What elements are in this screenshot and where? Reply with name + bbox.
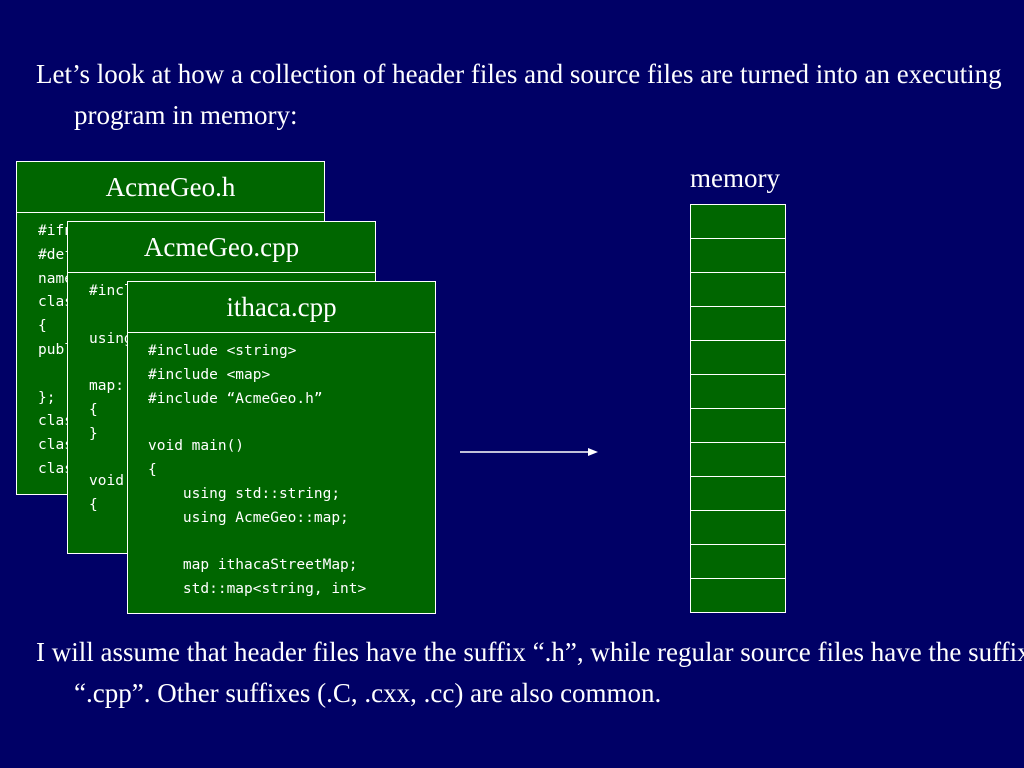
code-line: std::map<string, int> xyxy=(148,580,367,597)
file-title: ithaca.cpp xyxy=(128,282,435,333)
code-line: using xyxy=(89,330,133,347)
memory-cell xyxy=(691,409,785,443)
code-line: map ithacaStreetMap; xyxy=(148,557,358,574)
code-line: { xyxy=(89,497,98,514)
code-line: void xyxy=(89,473,124,490)
memory-cell xyxy=(691,477,785,511)
memory-block xyxy=(690,204,786,613)
memory-cell xyxy=(691,239,785,273)
file-title: AcmeGeo.h xyxy=(17,162,324,213)
code-line xyxy=(148,530,435,554)
code-line: map:: xyxy=(89,378,133,395)
code-line: { xyxy=(38,318,47,335)
code-block: #include <string> #include <map> #include … xyxy=(128,333,435,602)
footer-text: I will assume that header files have the… xyxy=(36,637,1024,708)
file-title: AcmeGeo.cpp xyxy=(68,222,375,273)
memory-cell xyxy=(691,545,785,579)
memory-label: memory xyxy=(690,163,780,193)
memory-cell xyxy=(691,205,785,239)
memory-cell xyxy=(691,341,785,375)
memory-cell xyxy=(691,375,785,409)
code-line: { xyxy=(148,461,157,478)
memory-cell xyxy=(691,307,785,341)
code-line: void main() xyxy=(148,438,245,455)
code-line: #include <string> xyxy=(148,343,297,359)
memory-cell xyxy=(691,579,785,613)
arrow-icon xyxy=(460,448,598,456)
code-line: { xyxy=(89,401,98,418)
code-line: using std::string; xyxy=(148,485,341,502)
code-line xyxy=(148,411,435,435)
memory-cell xyxy=(691,443,785,477)
memory-cell xyxy=(691,511,785,545)
code-line: } xyxy=(89,425,98,442)
code-line: }; xyxy=(38,389,56,406)
code-line: #include “AcmeGeo.h” xyxy=(148,390,323,407)
file-ithaca-cpp: ithaca.cpp #include <string> #include <ma… xyxy=(127,281,436,614)
code-line: using AcmeGeo::map; xyxy=(148,509,349,526)
code-line: #include <map> xyxy=(148,366,271,383)
memory-cell xyxy=(691,273,785,307)
intro-text: Let’s look at how a collection of header… xyxy=(36,59,1002,130)
